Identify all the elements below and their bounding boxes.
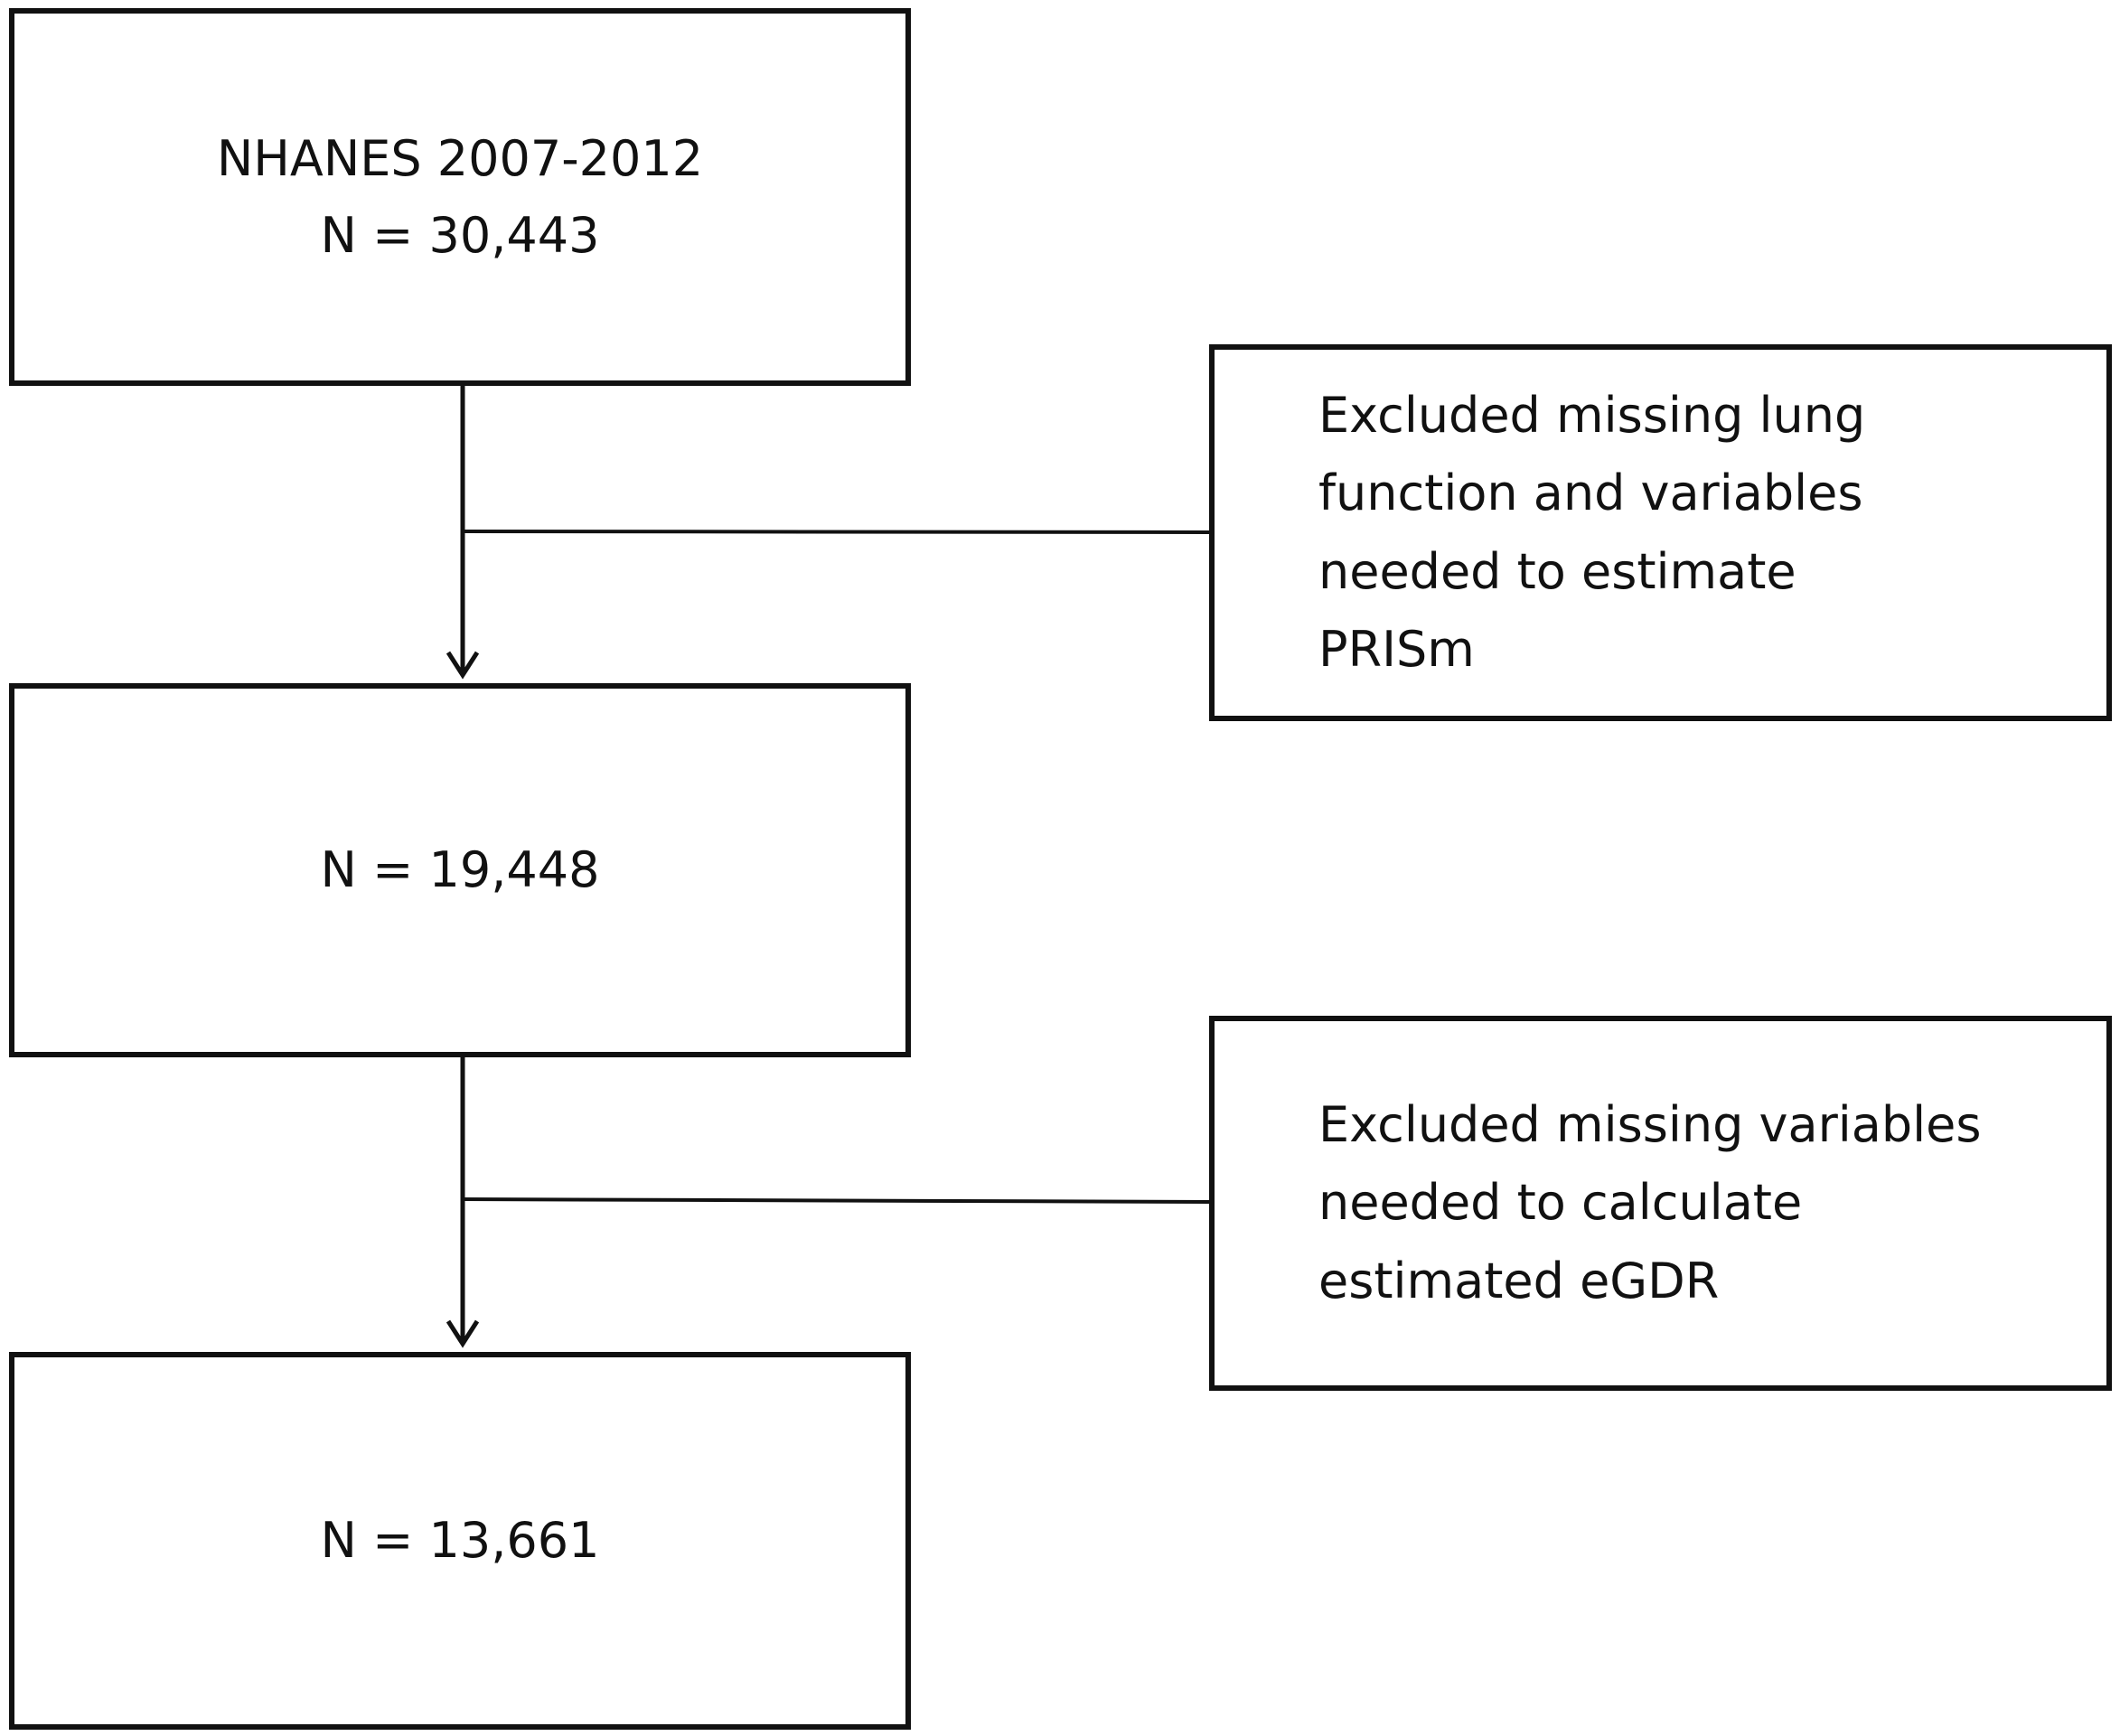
exclusion-box-lung-function: Excluded missing lung function and varia… <box>1209 344 2112 721</box>
start-title-text: NHANES 2007-2012 <box>216 129 704 187</box>
exclusion-1-line-3: needed to estimate <box>1318 542 1796 600</box>
exclusion-2-line-1: Excluded missing variables <box>1318 1095 1982 1153</box>
arrow-head-2 <box>446 1319 480 1348</box>
exclusion-2-line-3: estimated eGDR <box>1318 1252 1720 1309</box>
exclusion-1-line-4: PRISm <box>1318 620 1475 678</box>
branch-line-1 <box>462 530 1210 534</box>
exclusion-1-line-2: function and variables <box>1318 464 1863 522</box>
intermediate-population-box: N = 19,448 <box>9 683 911 1057</box>
exclusion-1-line-1: Excluded missing lung <box>1318 386 1866 444</box>
branch-line-2 <box>462 1197 1210 1204</box>
exclusion-box-egdr: Excluded missing variables needed to cal… <box>1209 1016 2112 1391</box>
final-count-text: N = 13,661 <box>320 1512 600 1570</box>
final-population-box: N = 13,661 <box>9 1352 911 1730</box>
start-count-text: N = 30,443 <box>320 207 600 264</box>
arrow-head-1 <box>446 651 480 680</box>
intermediate-count-text: N = 19,448 <box>320 841 600 899</box>
start-population-box: NHANES 2007-2012 N = 30,443 <box>9 8 911 386</box>
exclusion-2-line-2: needed to calculate <box>1318 1174 1803 1232</box>
